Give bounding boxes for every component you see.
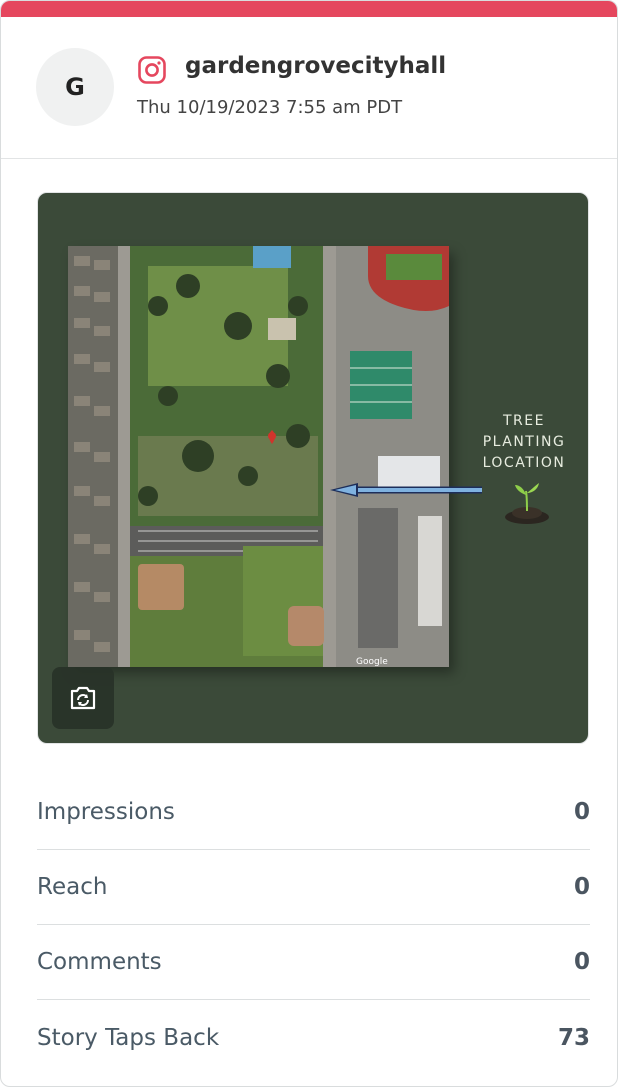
stat-label: Story Taps Back <box>37 1024 220 1051</box>
avatar[interactable]: G <box>36 48 114 126</box>
post-header: G gardengrovecityhall Thu 10/19/2023 7:5… <box>1 17 617 159</box>
aerial-map-image: Google <box>68 246 449 667</box>
accent-bar <box>1 1 617 17</box>
stat-value: 0 <box>573 799 590 825</box>
camera-switch-button[interactable] <box>52 667 114 729</box>
map-attribution: Google <box>356 657 388 667</box>
sprout-icon <box>505 483 549 524</box>
caption-line: TREE <box>503 413 545 429</box>
camera-switch-icon <box>70 686 96 710</box>
instagram-icon <box>138 56 166 84</box>
stat-row-comments: Comments 0 <box>37 925 590 1000</box>
caption-line: LOCATION <box>482 455 566 471</box>
stat-label: Comments <box>37 949 162 975</box>
arrow-left-icon <box>330 483 482 497</box>
stat-label: Impressions <box>37 799 175 825</box>
caption-line: PLANTING <box>482 434 566 450</box>
stat-value: 0 <box>573 874 590 900</box>
stat-label: Reach <box>37 874 108 900</box>
stat-row-impressions: Impressions 0 <box>37 775 590 850</box>
post-media[interactable]: Google TREE PLANTING LOCATION <box>37 192 589 744</box>
account-name[interactable]: gardengrovecityhall <box>185 53 447 79</box>
post-stats: Impressions 0 Reach 0 Comments 0 Story T… <box>37 775 590 1075</box>
stat-row-story-taps-back: Story Taps Back 73 <box>37 1000 590 1075</box>
stat-row-reach: Reach 0 <box>37 850 590 925</box>
stat-value: 73 <box>557 1024 590 1051</box>
stat-value: 0 <box>573 949 590 975</box>
post-timestamp: Thu 10/19/2023 7:55 am PDT <box>137 97 403 118</box>
tree-planting-caption: TREE PLANTING LOCATION <box>468 411 580 474</box>
